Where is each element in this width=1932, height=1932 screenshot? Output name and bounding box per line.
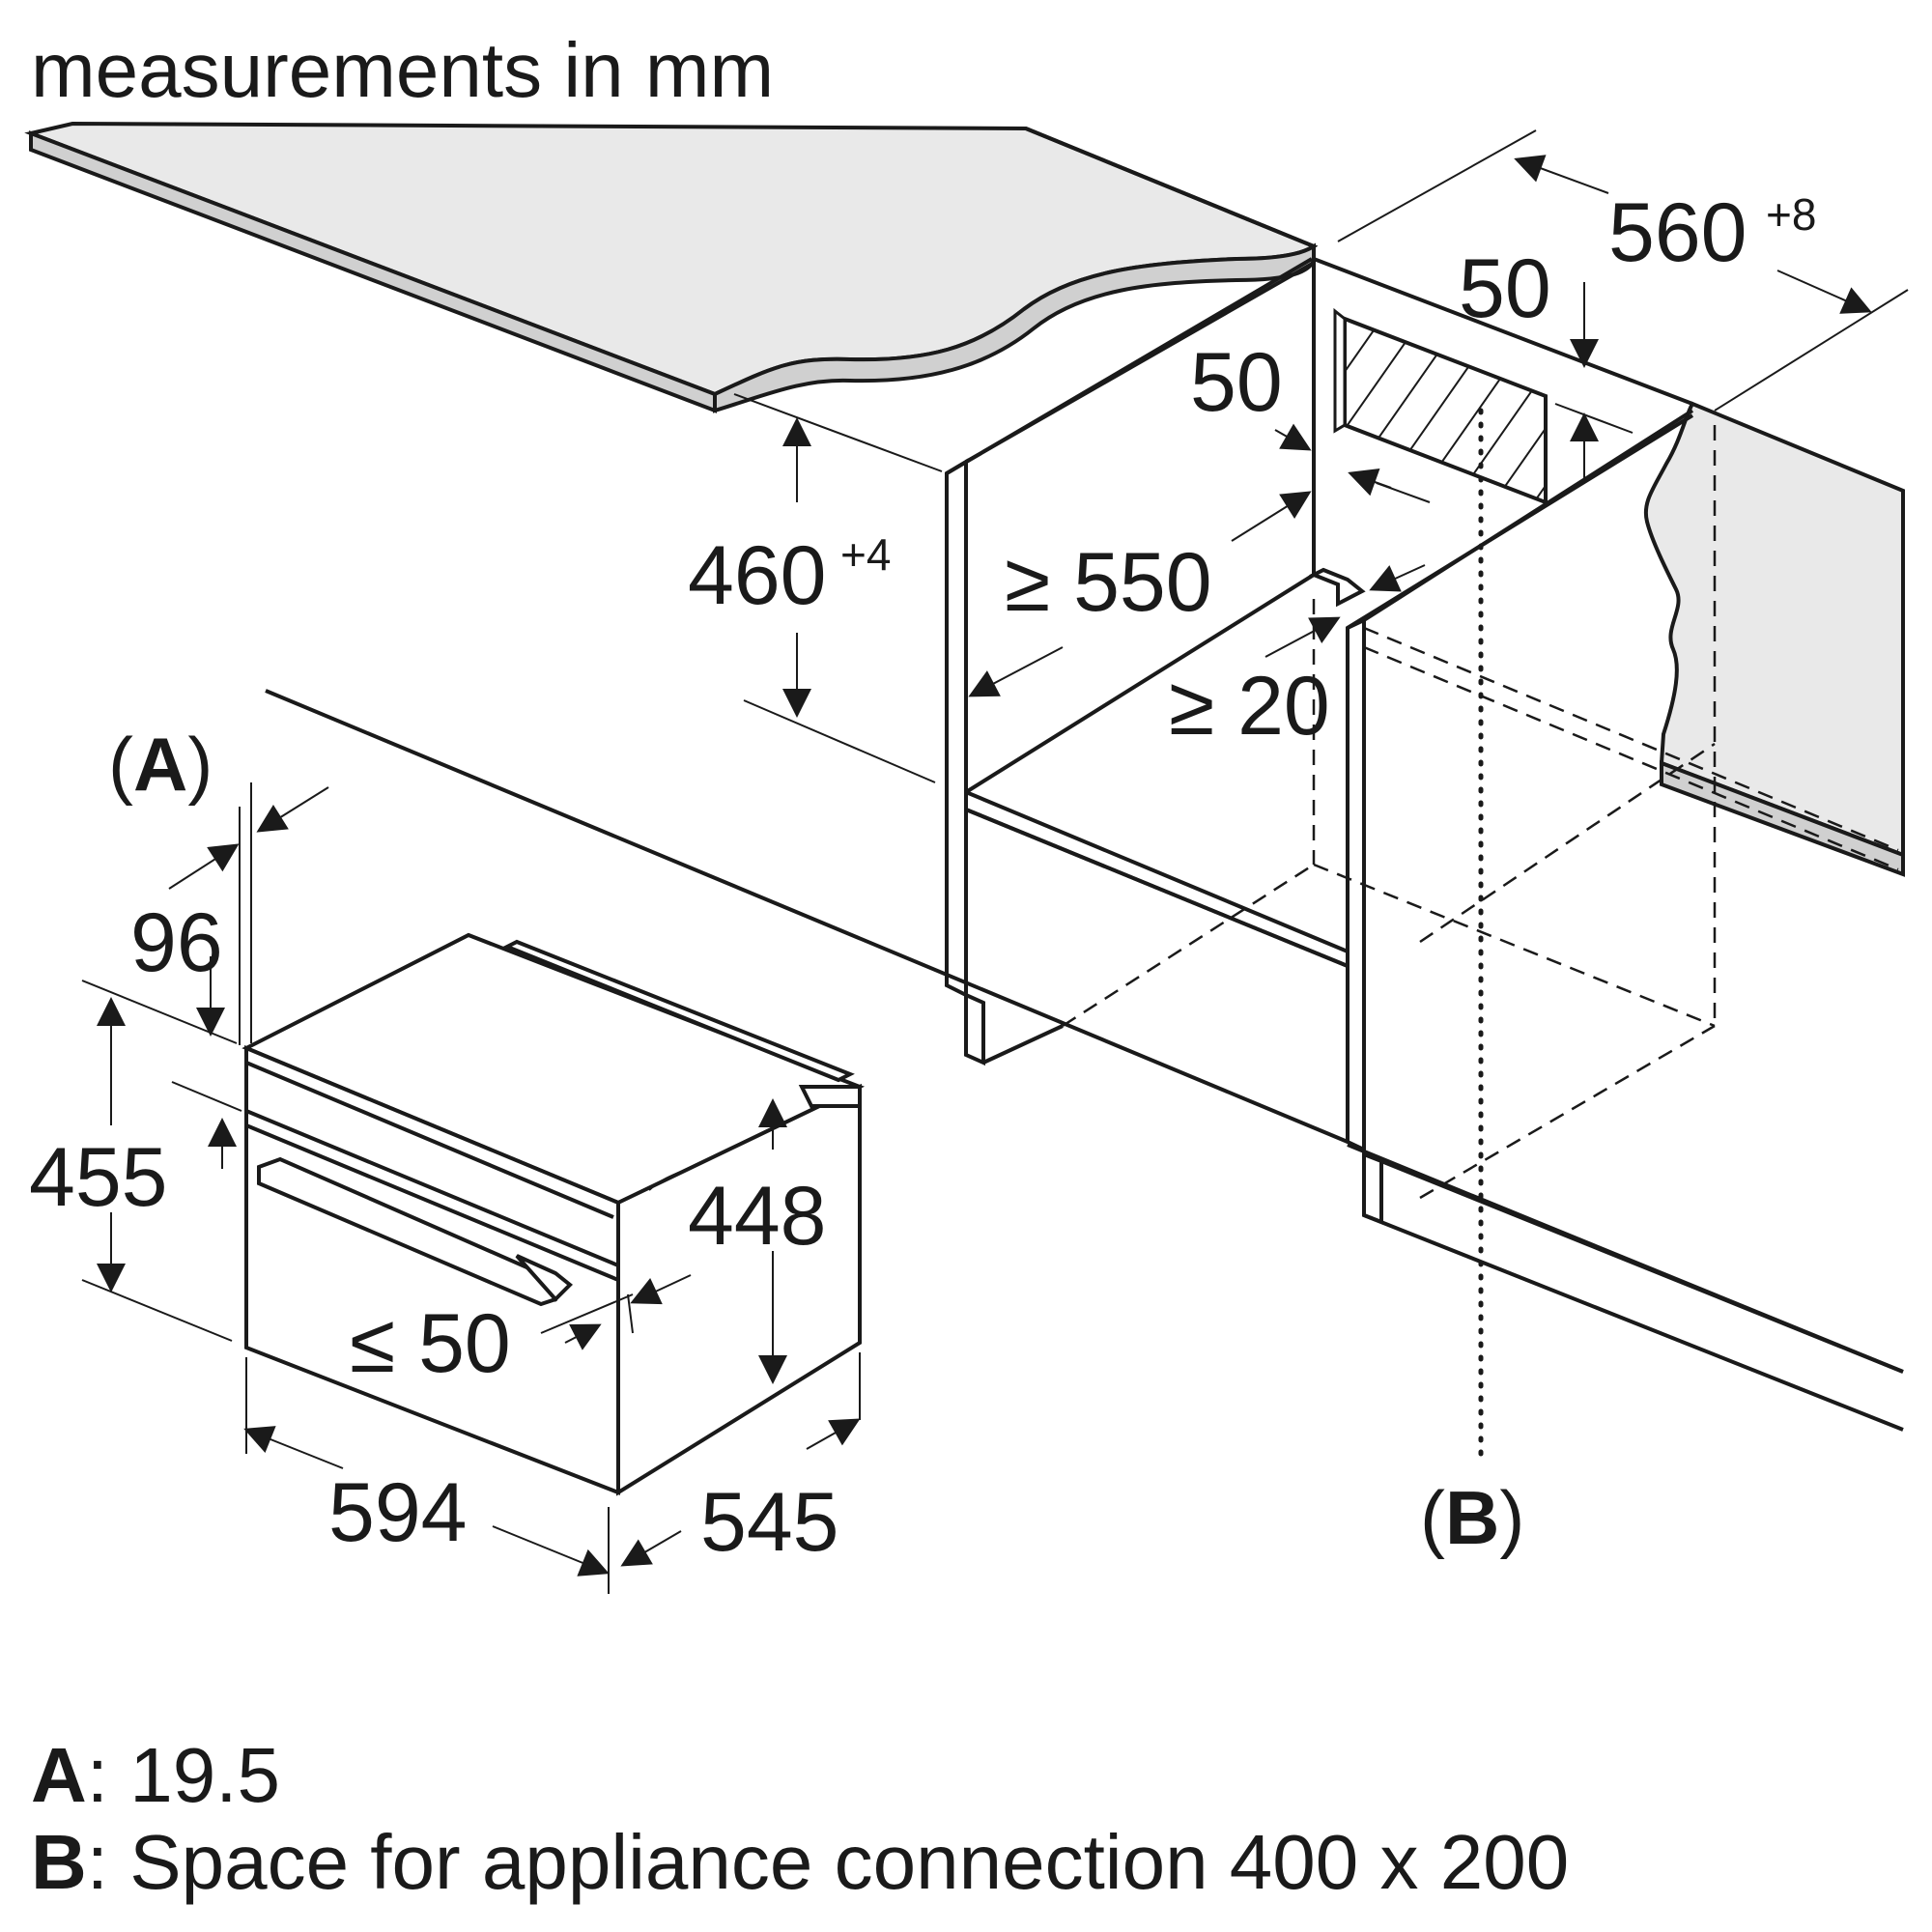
dim-455-value: 455 [29, 1131, 168, 1224]
dim-448-value: 448 [688, 1170, 827, 1263]
dim-96-value: 96 [130, 896, 223, 989]
dim-oven [81, 782, 861, 1594]
floor-line-upper [265, 689, 1349, 1144]
legend-b-text: : Space for appliance connection 400 x 2… [87, 1819, 1569, 1905]
back-top-edge [1025, 127, 1315, 248]
legend-a-text: : 19.5 [87, 1732, 280, 1818]
marker-b-open: ( [1420, 1475, 1445, 1560]
legend-b: B: Space for appliance connection 400 x … [31, 1819, 1569, 1905]
dim-460-tolerance: +4 [840, 529, 891, 580]
marker-a-close: ) [187, 722, 213, 807]
dim-vent-50 [1274, 282, 1634, 503]
top-rear-edge [1313, 257, 1693, 406]
marker-a-open: ( [108, 722, 133, 807]
dim-460-value: 460 [688, 529, 827, 622]
worktop-left [24, 121, 1319, 413]
marker-a-letter: A [133, 722, 187, 807]
dim-560 [1337, 129, 1909, 412]
marker-b: (B) [1420, 1475, 1524, 1560]
dim-550-value: ≥ 550 [1005, 536, 1212, 629]
dim-20 [1264, 564, 1426, 658]
worktop-right [1643, 401, 1905, 877]
dim-545-value: 545 [700, 1476, 839, 1569]
dim-550 [968, 491, 1312, 697]
legend-a-key: A [31, 1732, 87, 1818]
oven-appliance [242, 932, 866, 1496]
dim-20-value: ≥ 20 [1169, 660, 1330, 753]
dim-594-value: 594 [328, 1466, 468, 1559]
marker-a: (A) [108, 722, 213, 807]
dim-vent-side-value: 50 [1190, 336, 1283, 429]
ventilation-opening [1333, 307, 1548, 505]
dim-vent-top-value: 50 [1459, 242, 1551, 335]
marker-b-letter: B [1445, 1475, 1499, 1560]
legend-a: A: 19.5 [31, 1732, 280, 1818]
dim-460 [733, 393, 943, 783]
floor-line-right [1347, 1143, 1904, 1374]
legend-b-key: B [31, 1819, 87, 1905]
hidden-lines [1062, 425, 1899, 1200]
dim-handle-clearance-value: ≤ 50 [350, 1297, 511, 1390]
page-title: measurements in mm [31, 27, 774, 113]
marker-b-close: ) [1499, 1475, 1524, 1560]
dim-560-value: 560 [1608, 186, 1747, 279]
dim-560-tolerance: +8 [1766, 189, 1816, 240]
